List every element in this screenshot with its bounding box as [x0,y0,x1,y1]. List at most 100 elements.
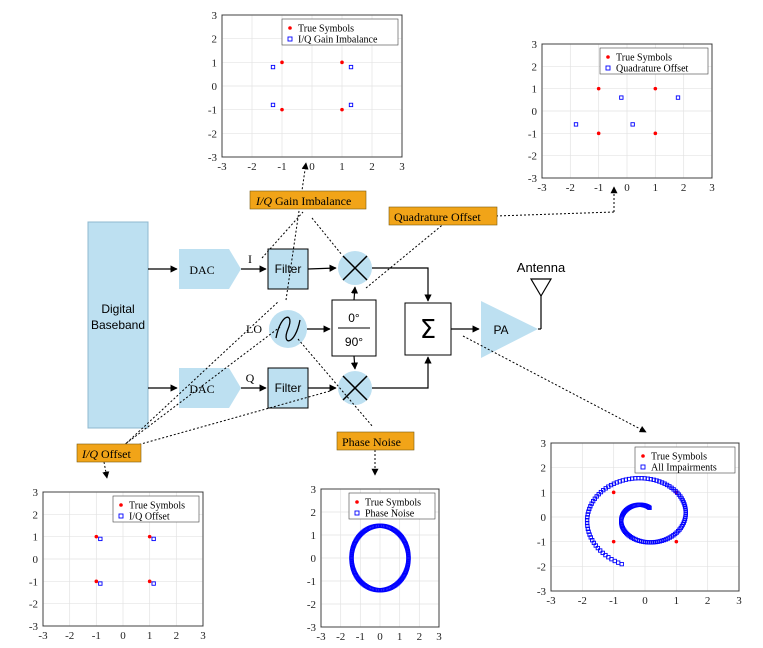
impaired-symbol-point [654,478,659,483]
lo-oscillator [269,310,307,348]
legend-marker [640,464,646,470]
impaired-symbol-point [651,477,656,482]
x-tick-label: 2 [681,182,687,194]
x-tick-label: 0 [624,182,630,194]
y-tick-label: 0 [212,81,218,93]
filter-q-label: Filter [275,381,302,395]
x-tick-label: 2 [174,630,180,642]
y-tick-label: -3 [528,173,538,185]
impaired-symbol-point [98,581,103,586]
true-symbol-point [147,534,152,539]
svg-text:Phase Noise: Phase Noise [342,435,401,449]
impaired-symbol-point [675,95,681,100]
dac-i-block [179,249,241,289]
impaired-symbol-point [151,581,156,586]
y-tick-label: 1 [212,57,218,69]
signal-paths [148,264,480,392]
legend-marker [287,36,293,42]
i-branch-label: I [248,252,252,266]
y-tick-label: 0 [541,512,547,524]
x-tick-label: -1 [277,161,286,173]
x-tick-label: -3 [217,161,227,173]
x-tick-label: 1 [674,595,680,607]
true-symbol-point [94,534,99,539]
impaired-symbol-point [98,536,103,542]
true-symbol-point [94,579,99,584]
impaired-symbol-point [585,526,591,531]
y-tick-label: -3 [307,622,317,634]
legend-box [348,492,436,520]
legend-marker [119,503,123,507]
x-tick-label: 3 [399,161,405,173]
y-tick-label: 0 [311,553,317,565]
y-tick-label: -3 [208,152,218,164]
dac-q-block [179,368,241,408]
y-tick-label: -1 [208,105,217,117]
y-tick-label: 3 [532,39,538,51]
pa-label: PA [493,323,508,337]
legend-entry: Phase Noise [365,509,415,520]
legend-box [634,446,736,474]
true-symbol-point [340,107,344,112]
x-tick-label: 3 [709,182,715,194]
tag-iq-offset: I/Q Offset [76,443,142,463]
x-tick-label: -3 [537,182,547,194]
y-tick-label: -1 [29,576,38,588]
true-symbol-point [674,539,679,544]
true-symbol-point [340,60,344,65]
legend-entry: True Symbols [616,53,672,64]
y-tick-label: 2 [311,507,317,519]
y-tick-label: 2 [541,463,547,475]
tag-gain-imbalance: I/Q Gain Imbalance [249,190,367,210]
x-tick-label: 3 [436,631,442,643]
legend-entry: I/Q Gain Imbalance [298,35,378,46]
legend-marker [354,510,360,516]
legend-entry: True Symbols [365,498,421,509]
y-tick-label: -2 [528,151,537,163]
lo-label: LO [246,322,262,336]
y-tick-label: -1 [537,537,546,549]
impaired-symbol-point [270,64,276,70]
mixer-i [338,251,372,285]
impaired-symbol-point [587,532,592,537]
x-tick-label: -2 [65,630,74,642]
legend-box [599,47,709,75]
x-tick-label: 0 [309,161,315,173]
x-tick-label: -1 [356,631,365,643]
baseband-label-line2: Baseband [91,318,145,332]
block-diagram: Digital Baseband DAC DAC Filter Filter L… [76,162,647,479]
impaired-symbol-point [406,557,411,562]
impaired-symbol-point [657,479,662,484]
x-tick-label: -2 [336,631,345,643]
y-tick-label: 0 [532,106,538,118]
true-symbol-point [596,86,601,91]
x-tick-label: -2 [578,595,587,607]
svg-text:I/Q Offset: I/Q Offset [81,447,131,461]
plot-border [550,442,740,592]
x-tick-label: -2 [566,182,575,194]
filter-i-block [267,248,309,290]
impaired-symbol-point [614,480,619,485]
impaired-symbol-point [585,512,590,517]
true-symbol-point [653,86,658,91]
y-tick-label: 2 [532,61,538,73]
true-symbol-point [653,131,658,136]
y-tick-label: 2 [212,34,218,46]
phase-0-label: 0° [348,311,360,325]
legend-marker [118,513,124,519]
impaired-symbol-point [586,509,591,514]
antenna-label: Antenna [517,260,566,275]
mixer-q [338,371,372,405]
true-symbol-point [280,107,284,112]
digital-baseband-block [87,221,149,429]
x-tick-label: -1 [609,595,618,607]
impaired-symbol-point [619,95,624,100]
y-tick-label: -2 [208,128,217,140]
true-symbol-point [611,539,616,544]
summer-block [404,302,452,356]
x-tick-label: 0 [120,630,126,642]
legend-marker [288,26,292,30]
svg-text:Quadrature Offset: Quadrature Offset [394,210,481,224]
